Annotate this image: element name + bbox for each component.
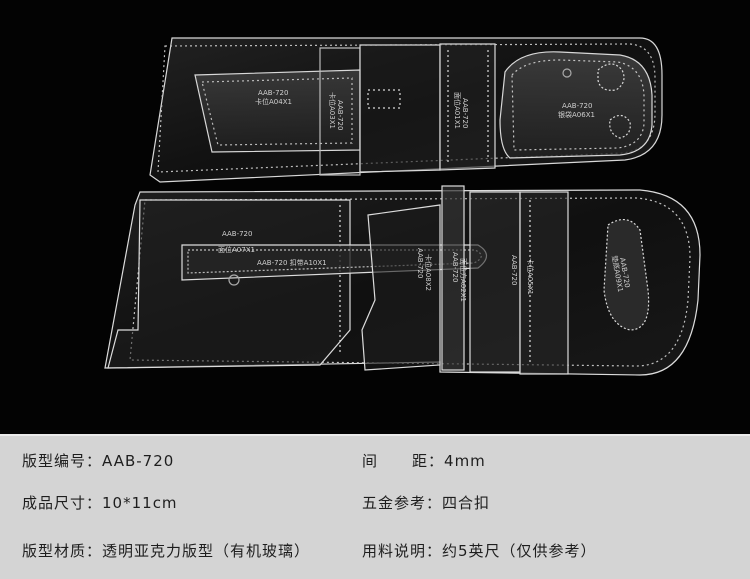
upper-template-labels: AAB-720 卡位A04X1 卡位A03X1 AAB-720 面位A01X1 …: [255, 89, 595, 130]
spec-size-value: 10*11cm: [102, 494, 178, 512]
spec-spacing-value: 4mm: [444, 452, 486, 470]
spec-spacing: 间 距：4mm: [362, 450, 486, 471]
spec-model: 版型编号：AAB-720: [22, 450, 174, 471]
spec-material: 版型材质：透明亚克力版型（有机玻璃）: [22, 540, 310, 561]
label-middle-vertical2-code: 面位方A02X1: [459, 258, 468, 302]
spec-usage-label: 用料说明：: [362, 542, 443, 560]
label-middle-vertical: 面位A01X1: [453, 92, 462, 129]
label-strap: AAB-720 扣带A10X1: [257, 258, 327, 267]
spec-model-value: AAB-720: [102, 452, 175, 470]
label-card-slot-code: 卡位A04X1: [255, 97, 292, 106]
label-middle-vertical-code: 卡位A08X2: [424, 254, 433, 291]
label-middle-vertical-model: AAB-720: [461, 98, 469, 128]
label-left-piece-model: AAB-720: [222, 230, 252, 238]
product-photo: AAB-720 卡位A04X1 卡位A03X1 AAB-720 面位A01X1 …: [0, 0, 750, 434]
label-card-slot-vertical: 卡位A03X1: [328, 92, 337, 129]
label-right-vertical-code: 卡位A05X1: [526, 258, 535, 295]
spec-material-value: 透明亚克力版型（有机玻璃）: [102, 542, 311, 560]
lower-template-set: [104, 185, 701, 376]
label-right-vertical-model: AAB-720: [510, 255, 518, 285]
label-middle-vertical-model: AAB-720: [416, 248, 424, 278]
spec-spacing-label-b: 距：: [412, 452, 445, 470]
label-left-piece-code: 面位A07X1: [218, 245, 255, 254]
label-right-piece-model: AAB-720: [562, 102, 592, 110]
acrylic-templates-illustration: AAB-720 卡位A04X1 卡位A03X1 AAB-720 面位A01X1 …: [104, 37, 701, 376]
spec-size: 成品尺寸：10*11cm: [22, 492, 178, 513]
label-right-piece-code: 银袋A06X1: [558, 110, 595, 119]
label-card-slot-model: AAB-720: [258, 89, 288, 97]
upper-template-set: [149, 37, 663, 183]
label-card-slot-vertical-model: AAB-720: [336, 100, 344, 130]
spec-model-label: 版型编号：: [22, 452, 103, 470]
spec-size-label: 成品尺寸：: [22, 494, 103, 512]
spec-panel: 版型编号：AAB-720 间 距：4mm 成品尺寸：10*11cm 五金参考：四合…: [0, 434, 750, 579]
label-middle-vertical2-model: AAB-720: [451, 252, 459, 282]
spec-usage: 用料说明：约5英尺（仅供参考）: [362, 540, 597, 561]
spec-material-label: 版型材质：: [22, 542, 103, 560]
spec-hardware-value: 四合扣: [442, 494, 491, 512]
spec-hardware: 五金参考：四合扣: [362, 492, 490, 513]
spec-hardware-label: 五金参考：: [362, 494, 443, 512]
spec-usage-value: 约5英尺（仅供参考）: [442, 542, 597, 560]
spec-spacing-label-a: 间: [362, 452, 379, 470]
lower-template-labels: AAB-720 面位A07X1 AAB-720 扣带A10X1 AAB-720 …: [218, 230, 631, 302]
